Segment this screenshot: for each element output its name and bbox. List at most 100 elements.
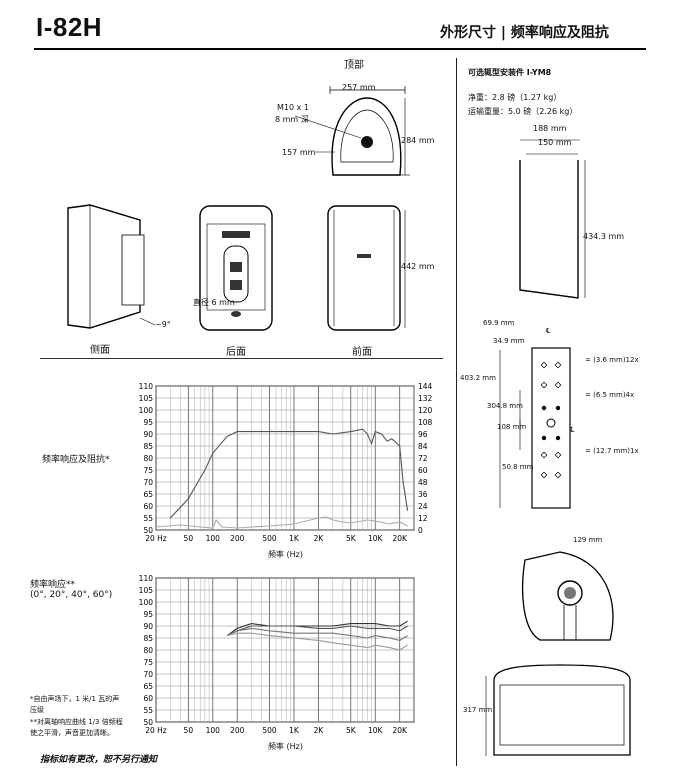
x-tick-label: 100	[206, 726, 221, 735]
chart1-xlabel: 频率 (Hz)	[268, 550, 303, 559]
y-tick-label: 65	[143, 490, 153, 499]
y-tick-label: 100	[139, 598, 154, 607]
y-tick-label: 50	[143, 526, 153, 535]
x-tick-label: 20 Hz	[145, 534, 167, 543]
note-1b: 压级	[30, 706, 44, 714]
y-tick-label: 60	[143, 694, 153, 703]
bracket-ship-weight: 运输重量：5.0 磅（2.26 kg）	[468, 107, 578, 116]
centerline-mark-2: ℄	[570, 426, 575, 434]
note-2b: 使之平滑，声音更加清晰。	[30, 729, 114, 737]
y2-tick-label: 72	[418, 454, 428, 463]
y-tick-label: 110	[139, 574, 154, 583]
x-tick-label: 200	[230, 726, 245, 735]
note-2a: **对离轴响应曲线 1/3 倍频程	[30, 718, 123, 726]
chart2-side-label-1: 频率响应**	[30, 580, 76, 590]
series-line-2	[226, 625, 408, 637]
y-tick-label: 55	[143, 706, 153, 715]
y-tick-label: 65	[143, 682, 153, 691]
front-view-label: 前面	[352, 347, 372, 358]
dim-304: 304.8 mm	[487, 402, 523, 410]
model-title: I-82H	[36, 12, 103, 42]
column-divider	[456, 58, 457, 766]
x-tick-label: 2K	[314, 726, 325, 735]
dim-257: 257 mm	[342, 83, 376, 92]
hole-spec-3: = (12.7 mm)1x	[585, 447, 639, 455]
y2-tick-label: 120	[418, 406, 433, 415]
dim-129: 129 mm	[573, 536, 603, 544]
series-line-3	[226, 627, 408, 641]
y-tick-label: 60	[143, 502, 153, 511]
dim-157: 157 mm	[282, 148, 316, 157]
bracket-drawings	[485, 139, 631, 756]
y2-tick-label: 144	[418, 382, 433, 391]
bracket-net-weight: 净重：2.8 磅（1.27 kg）	[468, 93, 562, 102]
dim-150: 150 mm	[538, 138, 572, 147]
hole-spec-2: = (6.5 mm)4x	[585, 391, 635, 399]
side-view-label: 侧面	[90, 345, 110, 356]
x-tick-label: 10K	[368, 726, 384, 735]
y2-tick-label: 36	[418, 490, 428, 499]
y-tick-label: 90	[143, 430, 153, 439]
dim-m10-2: 8 mm 深	[275, 115, 309, 124]
x-tick-label: 50	[184, 534, 194, 543]
dim-69: 69.9 mm	[483, 319, 515, 327]
y-tick-label: 95	[143, 610, 153, 619]
y-tick-label: 110	[139, 382, 154, 391]
y2-tick-label: 48	[418, 478, 428, 487]
note-1a: *自由声场下，1 米/1 瓦的声	[30, 695, 120, 703]
y-tick-label: 70	[143, 478, 153, 487]
y2-tick-label: 24	[418, 502, 428, 511]
section-title: 外形尺寸 | 频率响应及阻抗	[440, 25, 609, 41]
x-tick-label: 500	[262, 534, 277, 543]
dim-diameter: 直径 6 mm	[193, 298, 235, 307]
dim-50: 50.8 mm	[502, 463, 534, 471]
x-tick-label: 20 Hz	[145, 726, 167, 735]
y2-tick-label: 84	[418, 442, 428, 451]
y2-tick-label: 132	[418, 394, 433, 403]
y-tick-label: 100	[139, 406, 154, 415]
x-tick-label: 1K	[289, 726, 300, 735]
chart2-xlabel: 频率 (Hz)	[268, 742, 303, 751]
y-tick-label: 80	[143, 646, 153, 655]
dim-442: 442 mm	[401, 262, 435, 271]
section-rule	[40, 358, 443, 359]
centerline-mark: ℄	[546, 327, 551, 335]
dim-108: 108 mm	[497, 423, 527, 431]
dim-34: 34.9 mm	[493, 337, 525, 345]
dim-284: 284 mm	[401, 136, 435, 145]
footer-note: 指标如有更改，恕不另行通知	[40, 755, 158, 765]
y-tick-label: 75	[143, 466, 153, 475]
dim-m10-1: M10 x 1	[277, 103, 309, 112]
y-tick-label: 80	[143, 454, 153, 463]
y-tick-label: 75	[143, 658, 153, 667]
x-tick-label: 50	[184, 726, 194, 735]
back-view-label: 后面	[226, 347, 246, 358]
top-view-label: 顶部	[344, 60, 364, 71]
x-tick-label: 2K	[314, 534, 325, 543]
chart1-side-label: 频率响应及阻抗*	[42, 455, 110, 465]
x-tick-label: 200	[230, 534, 245, 543]
y-tick-label: 105	[139, 394, 154, 403]
x-tick-label: 5K	[346, 726, 357, 735]
y-tick-label: 55	[143, 514, 153, 523]
x-tick-label: 10K	[368, 534, 384, 543]
x-tick-label: 5K	[346, 534, 357, 543]
dim-434: 434.3 mm	[583, 232, 625, 241]
series-line-4	[226, 632, 408, 651]
y2-tick-label: 12	[418, 514, 428, 523]
dim-317: 317 mm	[463, 706, 493, 714]
y-tick-label: 105	[139, 586, 154, 595]
y2-tick-label: 108	[418, 418, 433, 427]
series-line-1	[226, 620, 408, 637]
dim-188: 188 mm	[533, 124, 567, 133]
x-tick-label: 20K	[392, 726, 408, 735]
y2-tick-label: 60	[418, 466, 428, 475]
y-tick-label: 50	[143, 718, 153, 727]
y-tick-label: 85	[143, 442, 153, 451]
x-tick-label: 100	[206, 534, 221, 543]
header-rule	[34, 48, 646, 50]
x-tick-label: 1K	[289, 534, 300, 543]
hole-spec-1: = (3.6 mm)12x	[585, 356, 639, 364]
bracket-title: 可选辄型安装件 I-YM8	[468, 68, 552, 77]
